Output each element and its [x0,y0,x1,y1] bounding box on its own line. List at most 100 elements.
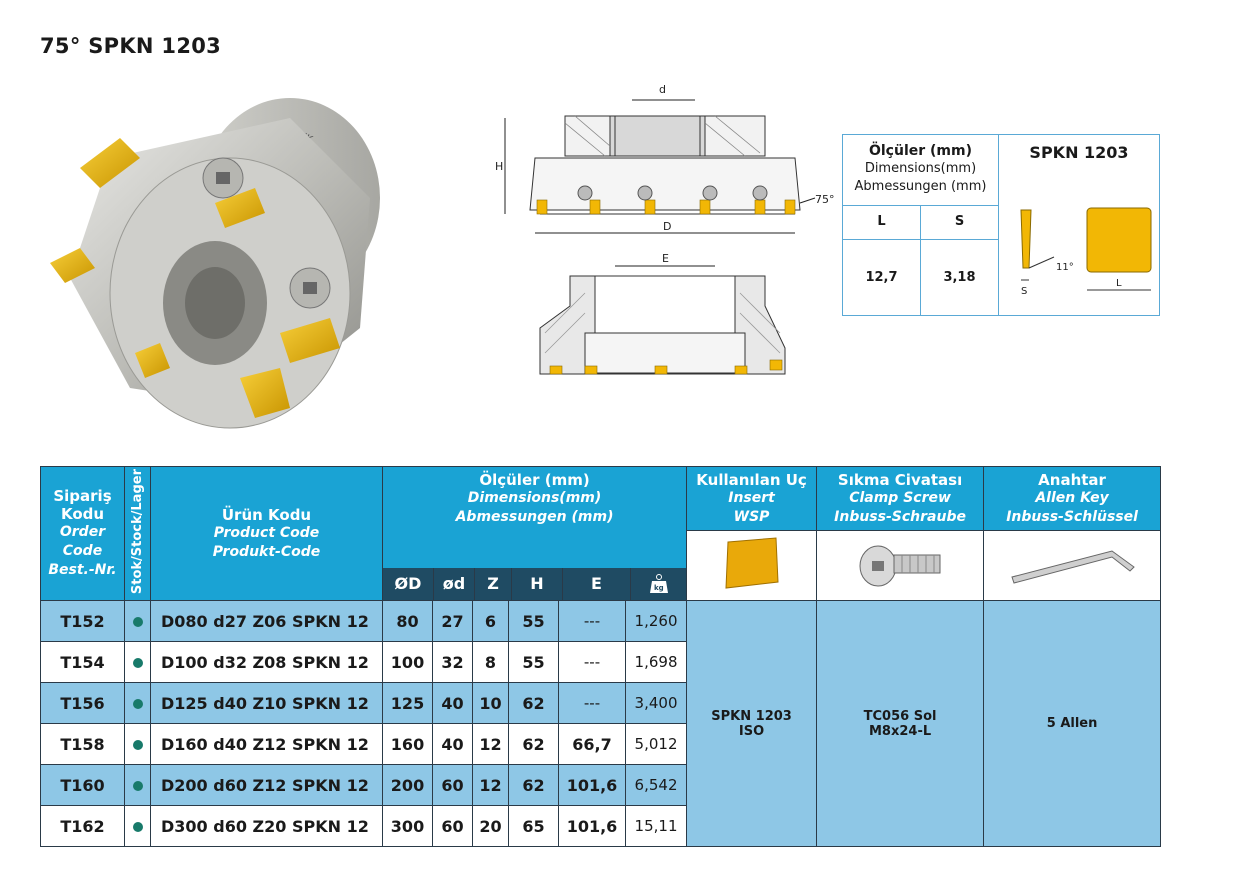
product-code: D100 d32 Z08 SPKN 12 [150,641,383,683]
header-insert: Kullanılan Uç Insert WSP [686,466,818,531]
dim-E: 101,6 [558,805,626,847]
screw-image-cell [816,530,985,601]
header-screw-de: Inbuss-Schraube [834,508,966,525]
allen-key-icon [1011,549,1135,584]
stock-dot-icon [132,616,143,627]
dim-col-s: S [921,205,998,240]
header-order-tr-1: Sipariş [53,487,112,505]
dim-h-label: H [495,160,503,173]
face-mill-product-image: TEKNIK [50,98,380,429]
technical-drawing: d H D 75° E [495,83,835,375]
dim-D-label: D [663,220,671,233]
header-key-de: Inbuss-Schlüssel [1006,508,1138,525]
dim-Z: 12 [472,764,509,806]
dim-Z: 20 [472,805,509,847]
clamp-screw-value: TC056 Sol M8x24-L [816,600,985,847]
header-product-en: Product Code [213,524,320,541]
weight-icon: kg [631,568,686,600]
subheader-E: E [563,568,631,600]
order-code: T154 [40,641,125,683]
dim-value-l: 12,7 [843,240,921,315]
dim-D: 80 [382,600,433,642]
stock-dot-icon [132,739,143,750]
dim-E: --- [558,682,626,724]
header-key-en: Allen Key [1035,489,1109,506]
header-dims-subrow: ØD ød Z H E kg [381,530,688,601]
dim-H: 62 [508,764,559,806]
header-stock-rest: /Stock/Lager [130,468,145,561]
product-code: D080 d27 Z06 SPKN 12 [150,600,383,642]
order-code: T152 [40,600,125,642]
order-code: T162 [40,805,125,847]
dim-value-s: 3,18 [943,270,976,285]
stock-dot-icon [132,780,143,791]
header-dimensions: Ölçüler (mm) Dimensions(mm) Abmessungen … [381,466,688,531]
dim-D: 125 [382,682,433,724]
dim-Z: 12 [472,723,509,765]
dim-box-header-tr: Ölçüler (mm) [868,143,972,159]
header-order-de: Best.-Nr. [48,562,117,578]
header-product-tr: Ürün Kodu [221,505,312,524]
subheader-D: ØD [383,568,434,600]
dim-H: 62 [508,682,559,724]
header-dims-de: Abmessungen (mm) [455,508,614,525]
header-order-code: Sipariş Kodu Order Code Best.-Nr. [40,466,125,601]
insert-dimension-drawing: 11° S L [1020,207,1152,297]
header-stock: Stok/Stock/Lager [124,466,151,601]
header-order-en-2: Code [62,543,103,559]
header-product-de: Produkt-Code [212,543,321,560]
header-clamp-screw: Sıkma Civatası Clamp Screw Inbuss-Schrau… [816,466,985,531]
dim-d: 60 [432,805,473,847]
stock-dot-icon [132,657,143,668]
stock-indicator [124,805,151,847]
dim-D: 160 [382,723,433,765]
allen-key-value: 5 Allen [983,600,1162,847]
dim-H: 55 [508,641,559,683]
insert-icon [725,536,779,589]
insert-l-label: L [1116,278,1122,289]
product-code: D300 d60 Z20 SPKN 12 [150,805,383,847]
order-code: T156 [40,682,125,724]
dim-d: 32 [432,641,473,683]
dim-E: 101,6 [558,764,626,806]
screw-value-size: M8x24-L [868,723,932,739]
weight-kg: 1,260 [624,600,688,642]
product-code: D125 d40 Z10 SPKN 12 [150,682,383,724]
weight-kg: 5,012 [624,723,688,765]
header-screw-en: Clamp Screw [849,489,951,506]
insert-title: SPKN 1203 [1029,143,1129,162]
table-row: T156 D125 d40 Z10 SPKN 12 125 40 10 62 -… [40,682,1161,724]
weight-icon-label: kg [654,584,664,592]
stock-indicator [124,723,151,765]
page-title: 75° SPKN 1203 [40,34,222,58]
header-order-en-1: Order [59,524,106,540]
insert-angle-label: 11° [1056,262,1074,273]
table-row: T152 D080 d27 Z06 SPKN 12 80 27 6 55 ---… [40,600,1162,847]
dim-d: 40 [432,682,473,724]
dim-D: 100 [382,641,433,683]
order-code: T160 [40,764,125,806]
header-stock-tr: Stok [130,560,145,595]
insert-value-standard: ISO [738,723,765,739]
dim-D: 200 [382,764,433,806]
header-allen-key: Anahtar Allen Key Inbuss-Schlüssel [983,466,1162,531]
dim-Z: 6 [472,600,509,642]
key-image-cell [983,530,1162,601]
dim-H: 65 [508,805,559,847]
insert-value: SPKN 1203 ISO [686,600,818,847]
stock-indicator [124,600,151,642]
header-insert-de: WSP [733,508,770,525]
side-view [529,115,801,215]
dim-box-header-de: Abmessungen (mm) [854,179,987,194]
screw-value-code: TC056 Sol [863,708,937,724]
order-code: T158 [40,723,125,765]
subheader-Z: Z [475,568,512,600]
dim-Z: 10 [472,682,509,724]
dim-d: 40 [432,723,473,765]
insert-dimension-box: Ölçüler (mm) Dimensions(mm) Abmessungen … [842,134,1160,316]
dim-box-header: Ölçüler (mm) Dimensions(mm) Abmessungen … [843,135,998,206]
stock-dot-icon [132,698,143,709]
dim-E: --- [558,641,626,683]
section-view [539,275,786,375]
dim-H: 55 [508,600,559,642]
